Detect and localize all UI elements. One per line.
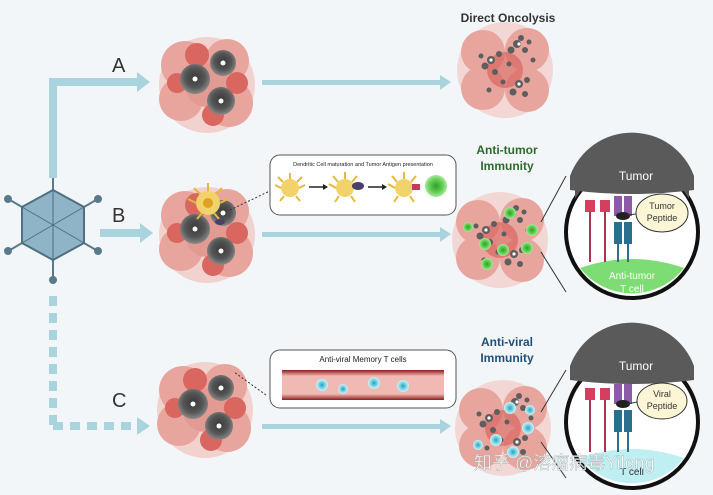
mature-dc-with-t-cell-icon: [387, 172, 447, 203]
immature-dc-icon: [274, 173, 306, 202]
memory-t-cell-panel: Anti-viral Memory T cells: [269, 349, 457, 409]
title-anti-tumor-1: Anti-tumor: [476, 143, 538, 157]
label-b: B: [112, 205, 125, 227]
synapse-zoom-b: Tumor Tumor Peptide Anti-tumor T cell: [540, 132, 700, 300]
title-anti-tumor-2: Immunity: [480, 159, 534, 173]
tumor-a: [159, 37, 255, 133]
dendritic-cell-icon: [187, 183, 229, 225]
virus-icon: [4, 166, 102, 284]
blood-vessel: [282, 370, 444, 400]
pathway-c-dotted-arrow: [49, 296, 138, 430]
memory-caption: Anti-viral Memory T cells: [319, 355, 406, 364]
tumor-peptide-2: Peptide: [647, 213, 678, 223]
callout-line-b: [229, 187, 277, 211]
t-cell-label-c: T cell: [620, 467, 644, 478]
green-t-cells: [463, 207, 538, 270]
callout-line-c: [233, 371, 267, 396]
cyan-t-cells: [473, 402, 535, 458]
tumor-peptide-1: Tumor: [649, 201, 675, 211]
maturing-dc-icon: [328, 172, 364, 203]
title-anti-viral-1: Anti-viral: [481, 335, 533, 349]
tumor-label-c: Tumor: [619, 359, 653, 373]
tumor-c: [157, 362, 253, 458]
watermark-text: 知乎 @溶瘤病毒Yilong: [474, 453, 655, 473]
tumor-label-b: Tumor: [619, 169, 653, 183]
viral-peptide-2: Peptide: [647, 401, 678, 411]
lysed-tumor-a: [457, 22, 553, 118]
title-direct-oncolysis: Direct Oncolysis: [461, 11, 556, 25]
anti-tumor-tcell-2: T cell: [620, 284, 644, 295]
dc-maturation-panel: Dendritic Cell maturation and Tumor Anti…: [269, 154, 457, 216]
label-a: A: [112, 55, 126, 77]
dc-caption: Dendritic Cell maturation and Tumor Anti…: [293, 162, 433, 168]
lysed-tumor-b: [452, 192, 548, 288]
pathway-arrows: [49, 72, 451, 434]
synapse-zoom-c: Tumor Viral Peptide T cell: [540, 322, 700, 490]
viral-peptide-1: Viral: [653, 389, 671, 399]
title-anti-viral-2: Immunity: [480, 351, 534, 365]
anti-tumor-tcell-1: Anti-tumor: [609, 271, 656, 282]
label-c: C: [112, 390, 126, 412]
pathway-c-arrowhead: [137, 417, 150, 435]
